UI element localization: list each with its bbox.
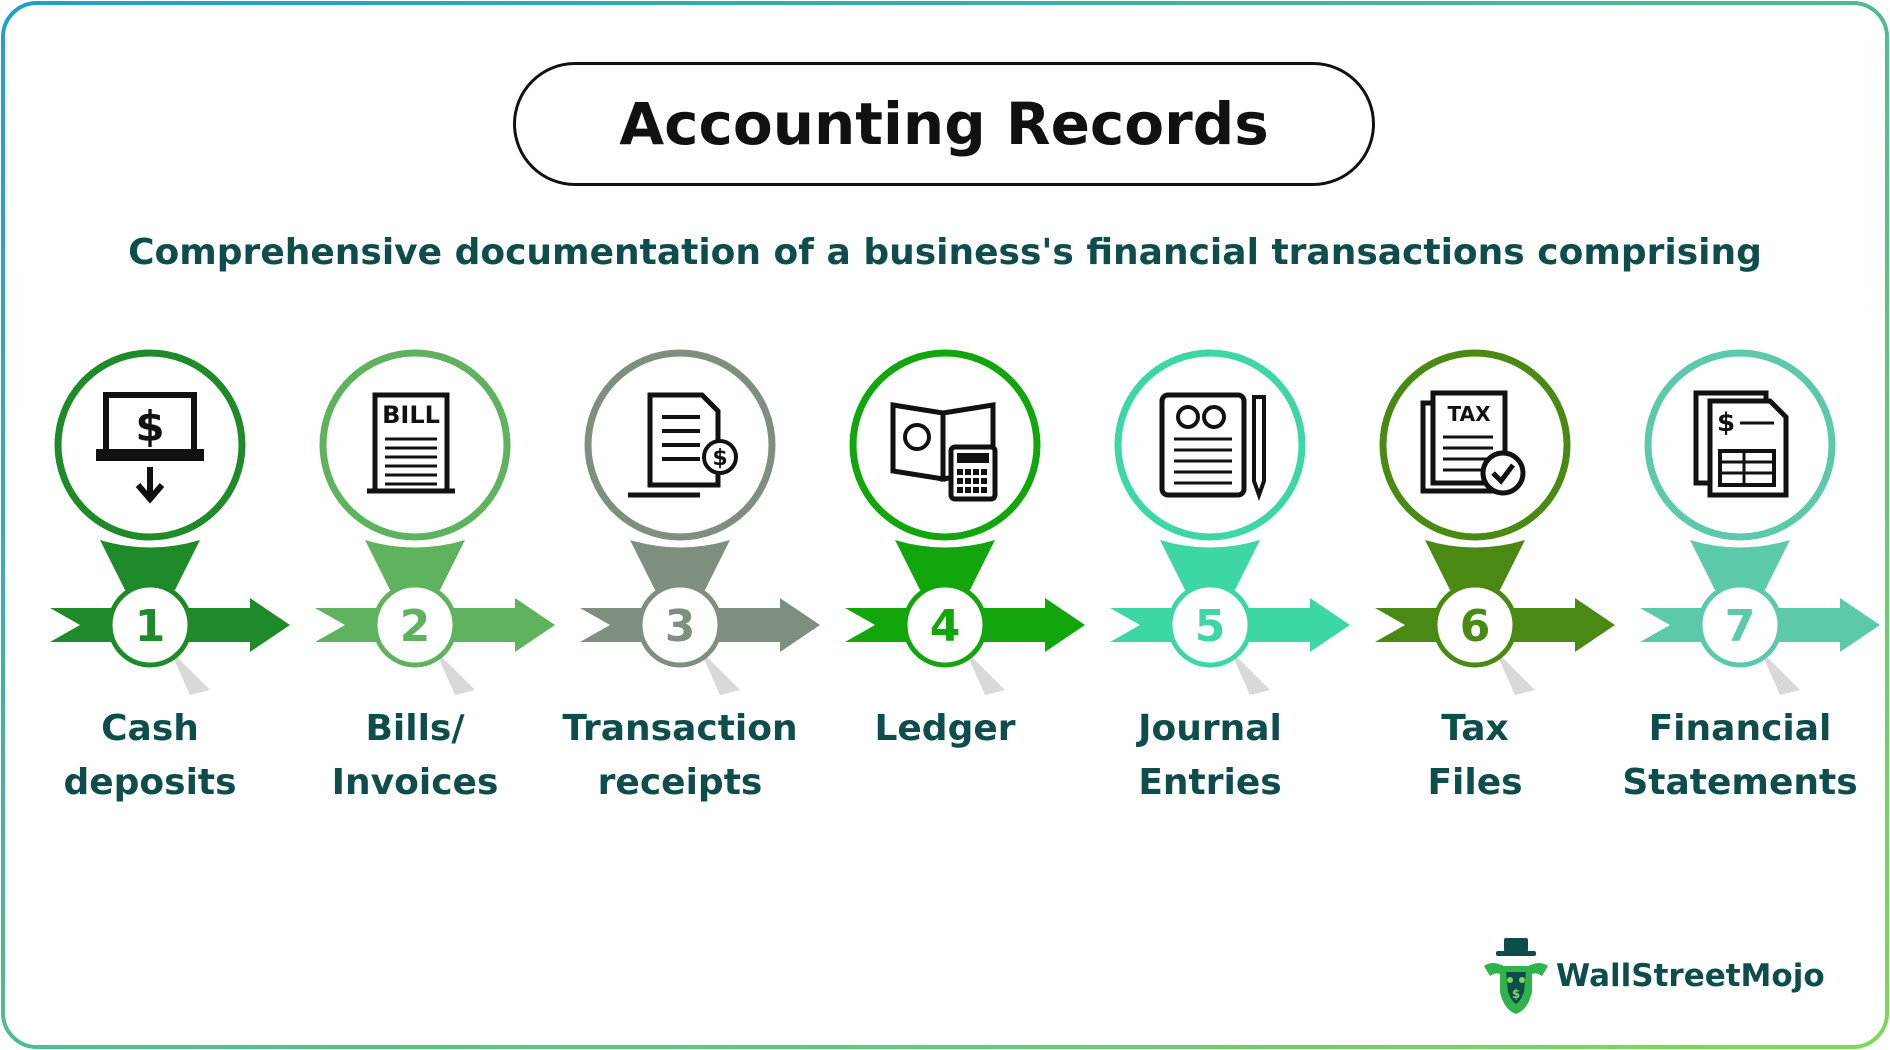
- number-circle-4: [902, 582, 988, 668]
- step-label-line: Transaction: [562, 708, 798, 749]
- brand-logo: $ WallStreetMojo: [1482, 936, 1825, 1016]
- svg-text:$: $: [712, 446, 727, 471]
- connector-2: [365, 540, 465, 590]
- icon-circle-5: [1114, 349, 1306, 541]
- step-label-line: Tax: [1441, 708, 1509, 749]
- tax-file-icon: TAX: [1420, 390, 1526, 496]
- ledger-icon: [890, 402, 998, 502]
- svg-text:$: $: [135, 402, 164, 451]
- step-number-7: 7: [1725, 601, 1756, 652]
- journal-icon: [1159, 392, 1266, 501]
- page-title: Accounting Records: [619, 90, 1269, 158]
- step-label-1: Cash deposits: [15, 702, 285, 810]
- connector-7: [1690, 540, 1790, 590]
- step-number-3: 3: [665, 601, 696, 652]
- step-4: 4: [845, 349, 1085, 695]
- shadow-4: [965, 650, 1005, 695]
- shadow-1: [170, 650, 210, 695]
- icon-circle-2: [319, 349, 511, 541]
- step-5: 5: [1110, 349, 1350, 695]
- number-circle-5: [1167, 582, 1253, 668]
- connector-1: [100, 540, 200, 590]
- cash-deposit-icon: $: [96, 392, 204, 504]
- step-number-2: 2: [400, 601, 431, 652]
- number-circle-2: [372, 582, 458, 668]
- bill-icon: BILL: [367, 392, 455, 494]
- connector-6: [1425, 540, 1525, 590]
- step-number-5: 5: [1195, 601, 1226, 652]
- financial-statement-icon: $: [1693, 390, 1789, 498]
- connector-5: [1160, 540, 1260, 590]
- bull-logo-icon: $: [1484, 938, 1548, 1014]
- step-3: $3: [580, 349, 820, 695]
- step-label-line: Statements: [1622, 762, 1858, 803]
- step-2: BILL 2: [315, 349, 555, 695]
- svg-text:$: $: [1512, 987, 1520, 1001]
- svg-text:BILL: BILL: [382, 401, 440, 429]
- step-label-line: Journal: [1138, 708, 1282, 749]
- step-number-1: 1: [135, 601, 166, 652]
- svg-text:$: $: [1717, 408, 1735, 438]
- shadow-5: [1230, 650, 1270, 695]
- connector-3: [630, 540, 730, 590]
- step-label-line: Ledger: [874, 708, 1016, 749]
- title-box: Accounting Records: [513, 62, 1375, 186]
- number-circle-6: [1432, 582, 1518, 668]
- step-label-line: deposits: [63, 762, 237, 803]
- step-label-line: Entries: [1138, 762, 1282, 803]
- connector-4: [895, 540, 995, 590]
- number-circle-7: [1697, 582, 1783, 668]
- step-7: $7: [1640, 349, 1880, 695]
- number-circle-1: [107, 582, 193, 668]
- step-number-6: 6: [1460, 601, 1491, 652]
- shadow-7: [1760, 650, 1800, 695]
- step-label-line: receipts: [597, 762, 763, 803]
- shadow-2: [435, 650, 475, 695]
- step-label-line: Invoices: [331, 762, 499, 803]
- brand-name: WallStreetMojo: [1556, 958, 1825, 994]
- step-label-3: Transaction receipts: [545, 702, 815, 810]
- step-1: $1: [50, 349, 290, 695]
- step-label-line: Financial: [1648, 708, 1832, 749]
- step-label-4: Ledger: [810, 702, 1080, 756]
- shadow-3: [700, 650, 740, 695]
- step-label-line: Cash: [101, 708, 199, 749]
- subtitle: Comprehensive documentation of a busines…: [128, 232, 1762, 273]
- step-label-2: Bills/Invoices: [280, 702, 550, 810]
- shadow-6: [1495, 650, 1535, 695]
- svg-text:TAX: TAX: [1448, 402, 1492, 426]
- step-number-4: 4: [930, 601, 961, 652]
- step-6: TAX 6: [1375, 349, 1615, 695]
- number-circle-3: [637, 582, 723, 668]
- step-label-line: Bills/: [365, 708, 465, 749]
- step-label-line: Files: [1427, 762, 1523, 803]
- receipt-icon: $: [628, 392, 738, 498]
